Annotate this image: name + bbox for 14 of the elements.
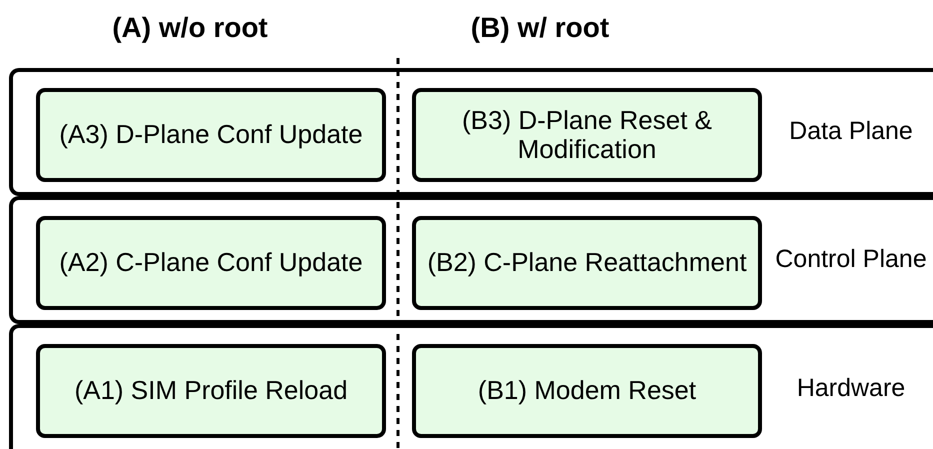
process-box: (A2) C-Plane Conf Update (36, 216, 386, 310)
column-heading: (B) w/ root (470, 12, 610, 44)
layer-band (9, 324, 933, 449)
layer-label: Data Plane (789, 118, 913, 146)
layer-label: Hardware (796, 374, 906, 402)
process-box: (A1) SIM Profile Reload (36, 344, 386, 438)
process-box: (A3) D-Plane Conf Update (36, 88, 386, 182)
layer-band (9, 196, 933, 324)
process-box: (B3) D-Plane Reset & Modification (412, 88, 762, 182)
layer-label: Control Plane (775, 246, 927, 274)
process-box: (B1) Modem Reset (412, 344, 762, 438)
layer-band (9, 68, 933, 196)
column-heading: (A) w/o root (112, 12, 268, 44)
process-box: (B2) C-Plane Reattachment (412, 216, 762, 310)
